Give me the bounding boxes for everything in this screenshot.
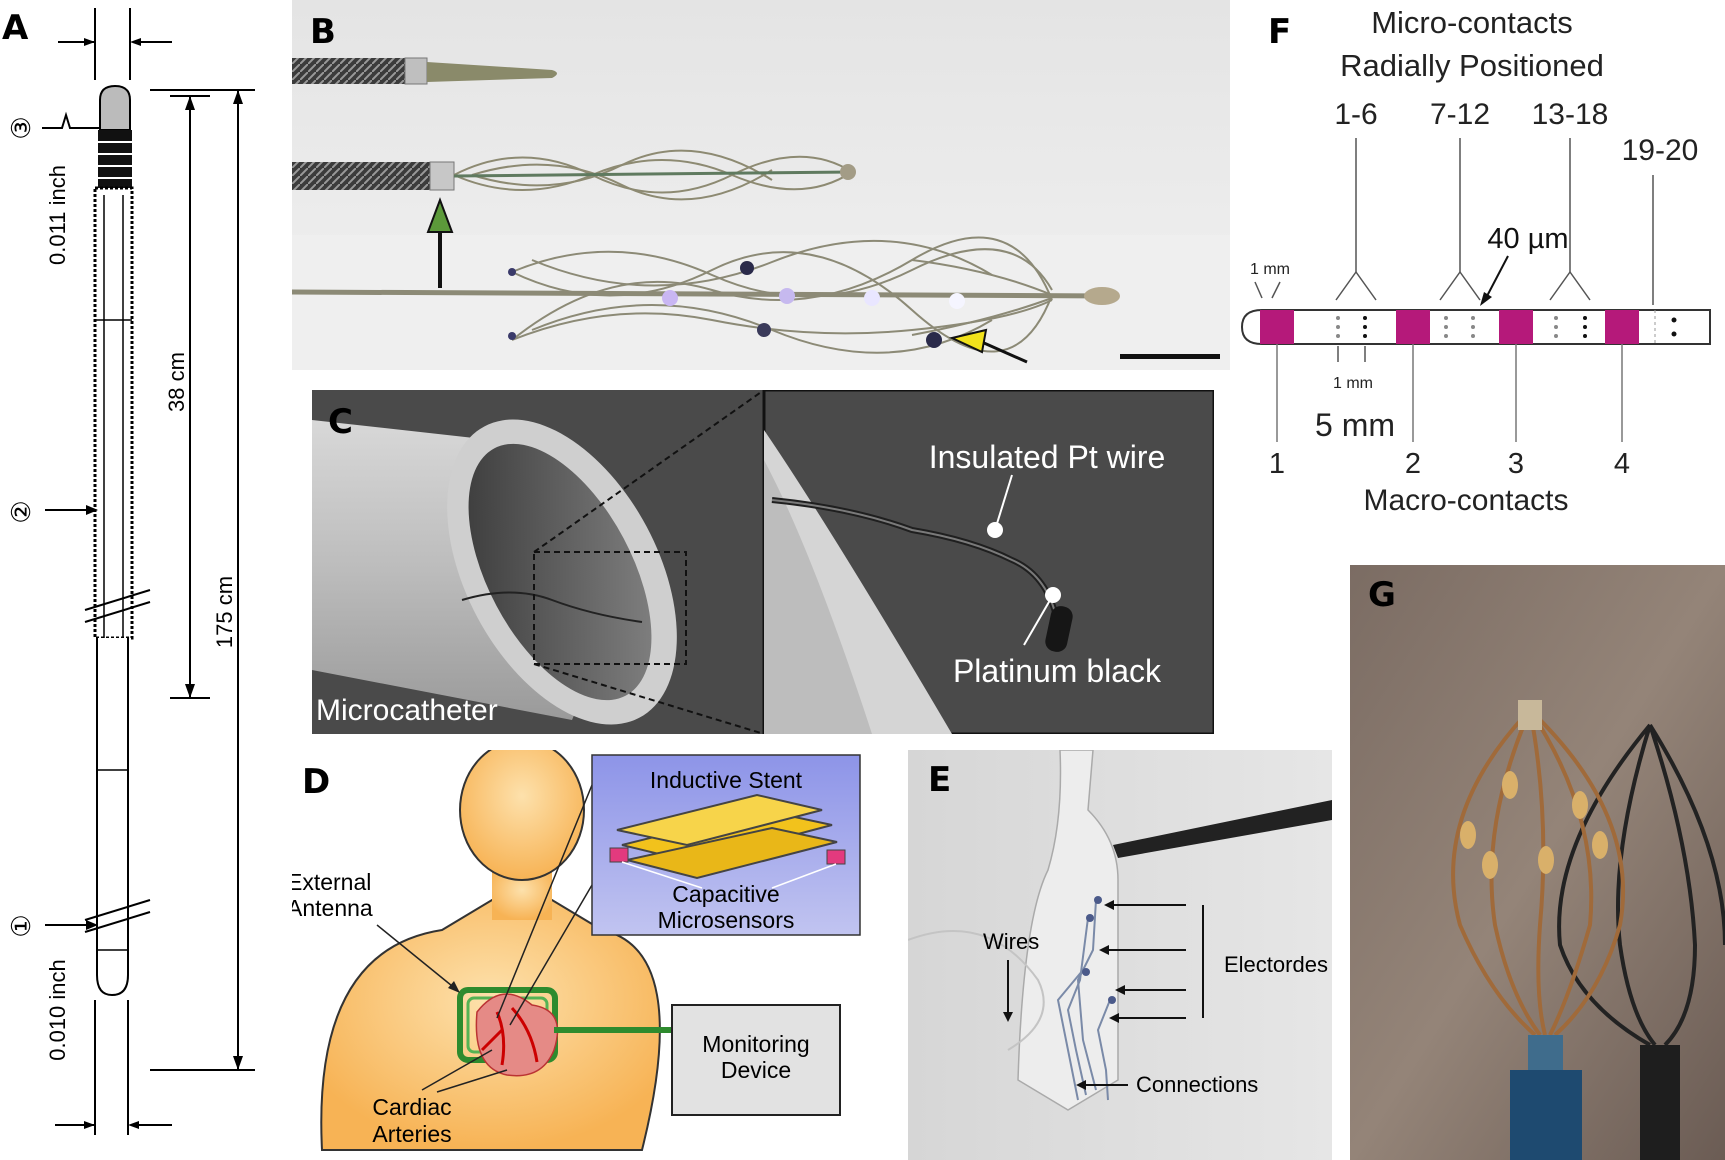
dim-175cm: 175 cm — [212, 576, 237, 648]
macro-contact-3 — [1499, 310, 1533, 344]
electrode-shaft — [1240, 309, 1711, 345]
pt-wire-small — [461, 591, 643, 623]
panel-a: A — [0, 0, 260, 1160]
insulated-pt-wire-label: Insulated Pt wire — [929, 439, 1166, 475]
guidewire-drawing: ③ ② ① 0.011 inch 0.010 inch 38 cm 175 cm — [6, 8, 255, 1135]
capacitive-label: Capacitive — [672, 881, 779, 907]
wire-loop — [908, 930, 1045, 1051]
microsensor-left — [609, 847, 629, 863]
group-19-20: 19-20 — [1622, 134, 1699, 167]
callout-3: ③ — [6, 116, 36, 139]
platinum-black-label: Platinum black — [953, 653, 1162, 689]
panel-label-f: F — [1268, 12, 1292, 52]
scale-bar — [1120, 354, 1220, 359]
tweezers — [1113, 800, 1332, 858]
title-line2: Radially Positioned — [1340, 48, 1604, 83]
device-label: Device — [721, 1057, 791, 1083]
dim-1mm-bottom: 1 mm — [1333, 375, 1373, 392]
basket-front-handle — [1510, 1070, 1582, 1160]
stent-electrode-photo — [292, 0, 1230, 370]
microcatheter-label: Microcatheter — [316, 694, 498, 727]
depth-electrode-schematic: Micro-contacts Radially Positioned 1-6 7… — [1240, 5, 1711, 517]
head — [459, 750, 585, 881]
macro-contact-1 — [1260, 310, 1294, 344]
macro-label-3: 3 — [1508, 448, 1524, 480]
annotation-arrows — [1007, 904, 1204, 1086]
callout-1: ① — [6, 914, 36, 937]
monitoring-device — [671, 1004, 841, 1116]
microcatheter-render: Microcatheter Insulated Pt wire Platinum… — [312, 390, 1214, 734]
yellow-arrow-icon — [948, 328, 988, 354]
electrode-contacts — [508, 261, 965, 348]
panel-label-g: G — [1368, 575, 1396, 615]
panel-label-c: C — [328, 402, 353, 442]
zoom-box — [533, 551, 687, 665]
group-7-12: 7-12 — [1430, 98, 1490, 131]
external-label: External — [292, 869, 371, 895]
electrodes-label: Electordes — [1224, 952, 1328, 977]
macro-label-2: 2 — [1405, 448, 1421, 480]
catheter-partial — [292, 162, 432, 190]
stent-monitoring-schematic: Inductive Stent Capacitive Microsensors … — [292, 750, 861, 1151]
basket-electrode-photo — [1350, 565, 1725, 1160]
callout-2: ② — [6, 500, 36, 523]
macro-contacts-label: Macro-contacts — [1363, 484, 1568, 517]
stent-expanded — [511, 236, 1053, 354]
cardiac-label: Cardiac — [372, 1094, 451, 1120]
microsensors-label: Microsensors — [658, 907, 795, 933]
catheter-lumen — [468, 443, 652, 701]
group-13-18: 13-18 — [1532, 98, 1609, 131]
tip-coil — [98, 130, 132, 188]
panel-f: Micro-contacts Radially Positioned 1-6 7… — [1240, 0, 1725, 520]
panel-label-a: A — [2, 8, 29, 48]
basket-contacts — [1460, 771, 1608, 879]
dim-38cm: 38 cm — [164, 352, 189, 412]
stent-coil — [616, 793, 838, 880]
green-arrow-icon — [426, 197, 454, 233]
antenna-label: Antenna — [292, 895, 373, 921]
macro-contact-2 — [1396, 310, 1430, 344]
group-1-6: 1-6 — [1334, 98, 1377, 131]
dim-tail-width: 0.010 inch — [45, 959, 70, 1061]
shaft — [96, 638, 129, 997]
panel-c: Microcatheter Insulated Pt wire Platinum… — [312, 390, 1214, 734]
catheter-collapsed — [292, 58, 407, 84]
flexible-electrode-photo: Wires Electordes Connections — [908, 750, 1332, 1160]
macro-label-4: 4 — [1614, 448, 1630, 480]
panel-label-b: B — [310, 12, 336, 52]
electrode-film — [1017, 750, 1119, 1111]
title-line1: Micro-contacts — [1371, 5, 1573, 40]
connections-label: Connections — [1136, 1072, 1258, 1097]
guide-wire — [292, 289, 1113, 299]
tip-ball — [99, 84, 131, 131]
dim-5mm: 5 mm — [1315, 407, 1395, 443]
macro-label-1: 1 — [1269, 448, 1285, 480]
micro-contacts — [1336, 316, 1677, 338]
basket-front — [1451, 708, 1625, 1037]
macro-contact-4 — [1605, 310, 1639, 344]
panel-e: Wires Electordes Connections E — [908, 750, 1332, 1160]
panel-b: B — [292, 0, 1230, 370]
wires-label: Wires — [983, 929, 1039, 954]
arteries-label: Arteries — [372, 1121, 451, 1147]
stent-partial — [453, 149, 853, 201]
dim-tip-width: 0.011 inch — [45, 165, 70, 265]
platinum-black-tip — [1045, 606, 1073, 652]
panel-label-d: D — [302, 762, 331, 802]
microsensor-right — [826, 849, 846, 865]
coil-body — [93, 186, 134, 640]
inductive-stent-label: Inductive Stent — [650, 767, 803, 793]
dim-1mm-top: 1 mm — [1250, 261, 1290, 278]
panel-g: G — [1350, 565, 1725, 1160]
panel-label-e: E — [928, 760, 952, 800]
monitoring-label: Monitoring — [702, 1031, 809, 1057]
panel-d: Inductive Stent Capacitive Microsensors … — [292, 750, 882, 1160]
electrode-pads — [1082, 896, 1116, 1004]
basket-dark-handle — [1640, 1045, 1680, 1160]
basket-tip — [1518, 700, 1542, 730]
dim-40um: 40 µm — [1487, 223, 1568, 255]
